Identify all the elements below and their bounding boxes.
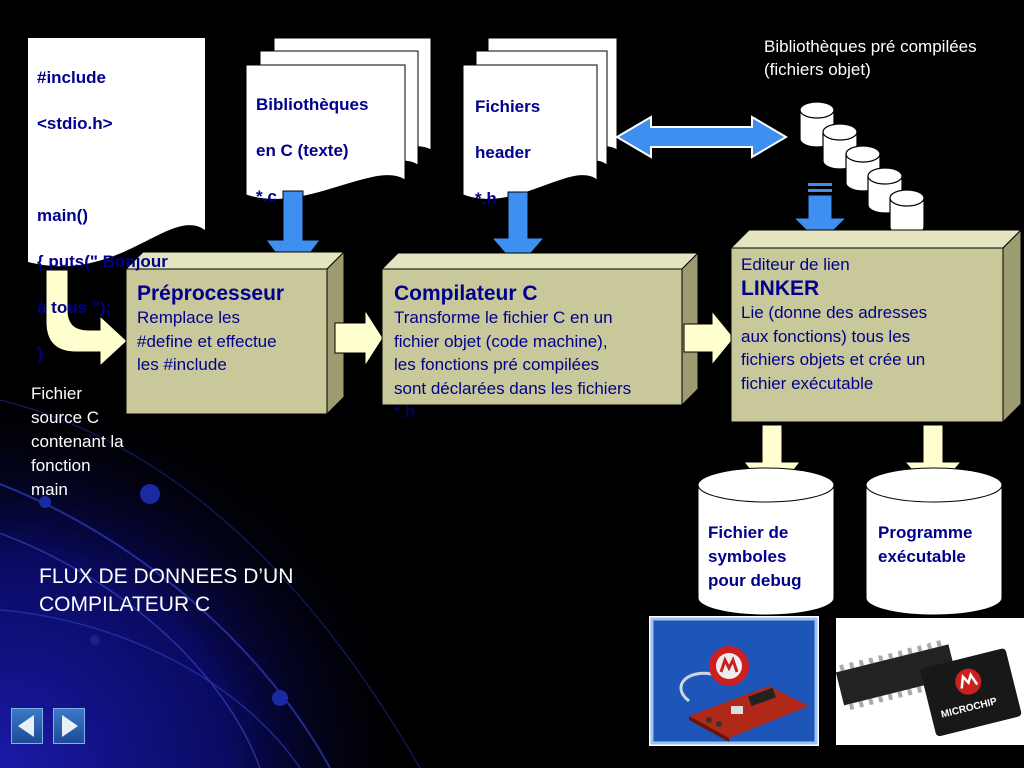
preprocessor-box: Préprocesseur Remplace les #define et ef… — [137, 281, 327, 377]
next-slide-button[interactable] — [53, 708, 85, 744]
compiler-title: Compilateur C — [394, 282, 538, 305]
linker-title: LINKER — [741, 277, 820, 300]
dev-board-photo — [649, 616, 819, 746]
executable-cylinder — [865, 467, 1003, 616]
executable-label: Programme exécutable — [878, 523, 973, 566]
preprocessor-title: Préprocesseur — [137, 282, 285, 305]
preprocessor-to-compiler-arrow — [334, 308, 384, 368]
triangle-right-icon — [62, 715, 78, 737]
linker-pretitle: Editeur de lien — [741, 255, 850, 274]
chip-graphic — [836, 640, 1022, 737]
code-line: <stdio.h> — [37, 114, 113, 133]
code-line: } — [37, 344, 44, 363]
source-code-document — [28, 38, 205, 267]
source-code-text: #include <stdio.h> main() { puts(" Bonjo… — [37, 43, 205, 388]
linker-desc: Lie (donne des adresses aux fonctions) t… — [741, 303, 928, 393]
libraries-c-label: Bibliothèques en C (texte) *.c — [256, 95, 369, 206]
slide-title: FLUX DE DONNEES D’UN COMPILATEUR C — [39, 565, 294, 616]
pic-chip-photo: PIC18FXX5 MICROCHIP — [836, 618, 1024, 745]
linker-box: Editeur de lien LINKER Lie (donne des ad… — [741, 254, 1001, 395]
linker-box-shape — [729, 228, 1023, 424]
code-line — [37, 158, 205, 181]
source-to-preprocessor-arrow — [45, 269, 128, 368]
preprocessor-desc: Remplace les #define et effectue les #in… — [137, 308, 277, 374]
previous-slide-button[interactable] — [11, 708, 43, 744]
debug-symbols-cylinder — [697, 467, 835, 616]
debug-symbols-label: Fichier de symboles pour debug — [708, 523, 802, 590]
header-files-documents — [462, 37, 618, 200]
code-line: à tous "); — [37, 298, 112, 317]
source-file-label: Fichier source C contenant la fonction m… — [31, 384, 124, 499]
compiler-box-shape — [380, 251, 700, 407]
code-line: { puts(" Bonjour — [37, 252, 168, 271]
code-line: main() — [37, 206, 88, 225]
libraries-c-documents — [245, 37, 432, 200]
preprocessor-box-shape — [124, 250, 346, 416]
code-line: #include — [37, 68, 106, 87]
compiler-desc: Transforme le fichier C en un fichier ob… — [394, 308, 632, 421]
precompiled-libs-label: Bibliothèques pré compilées (fichiers ob… — [764, 37, 977, 79]
compiler-box: Compilateur C Transforme le fichier C en… — [394, 281, 684, 424]
header-to-libs-double-arrow — [615, 115, 788, 159]
precompiled-lib-cylinders — [799, 101, 925, 236]
compiler-to-linker-arrow — [683, 309, 735, 367]
triangle-left-icon — [18, 715, 34, 737]
header-files-label: Fichiers header *.h — [475, 97, 541, 208]
